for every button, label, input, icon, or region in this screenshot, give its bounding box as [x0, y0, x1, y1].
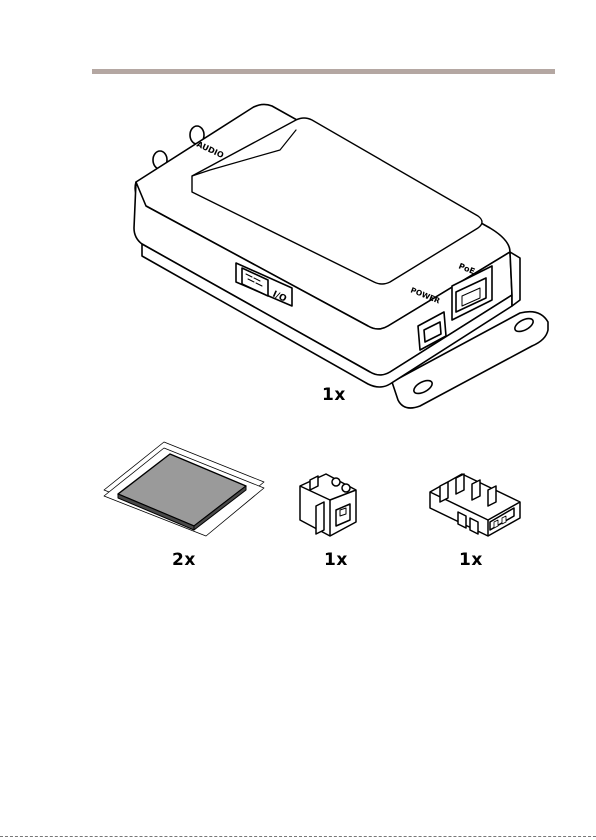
terminal-block-4pin-quantity: 1x: [459, 550, 483, 570]
page-edge: [0, 836, 596, 838]
